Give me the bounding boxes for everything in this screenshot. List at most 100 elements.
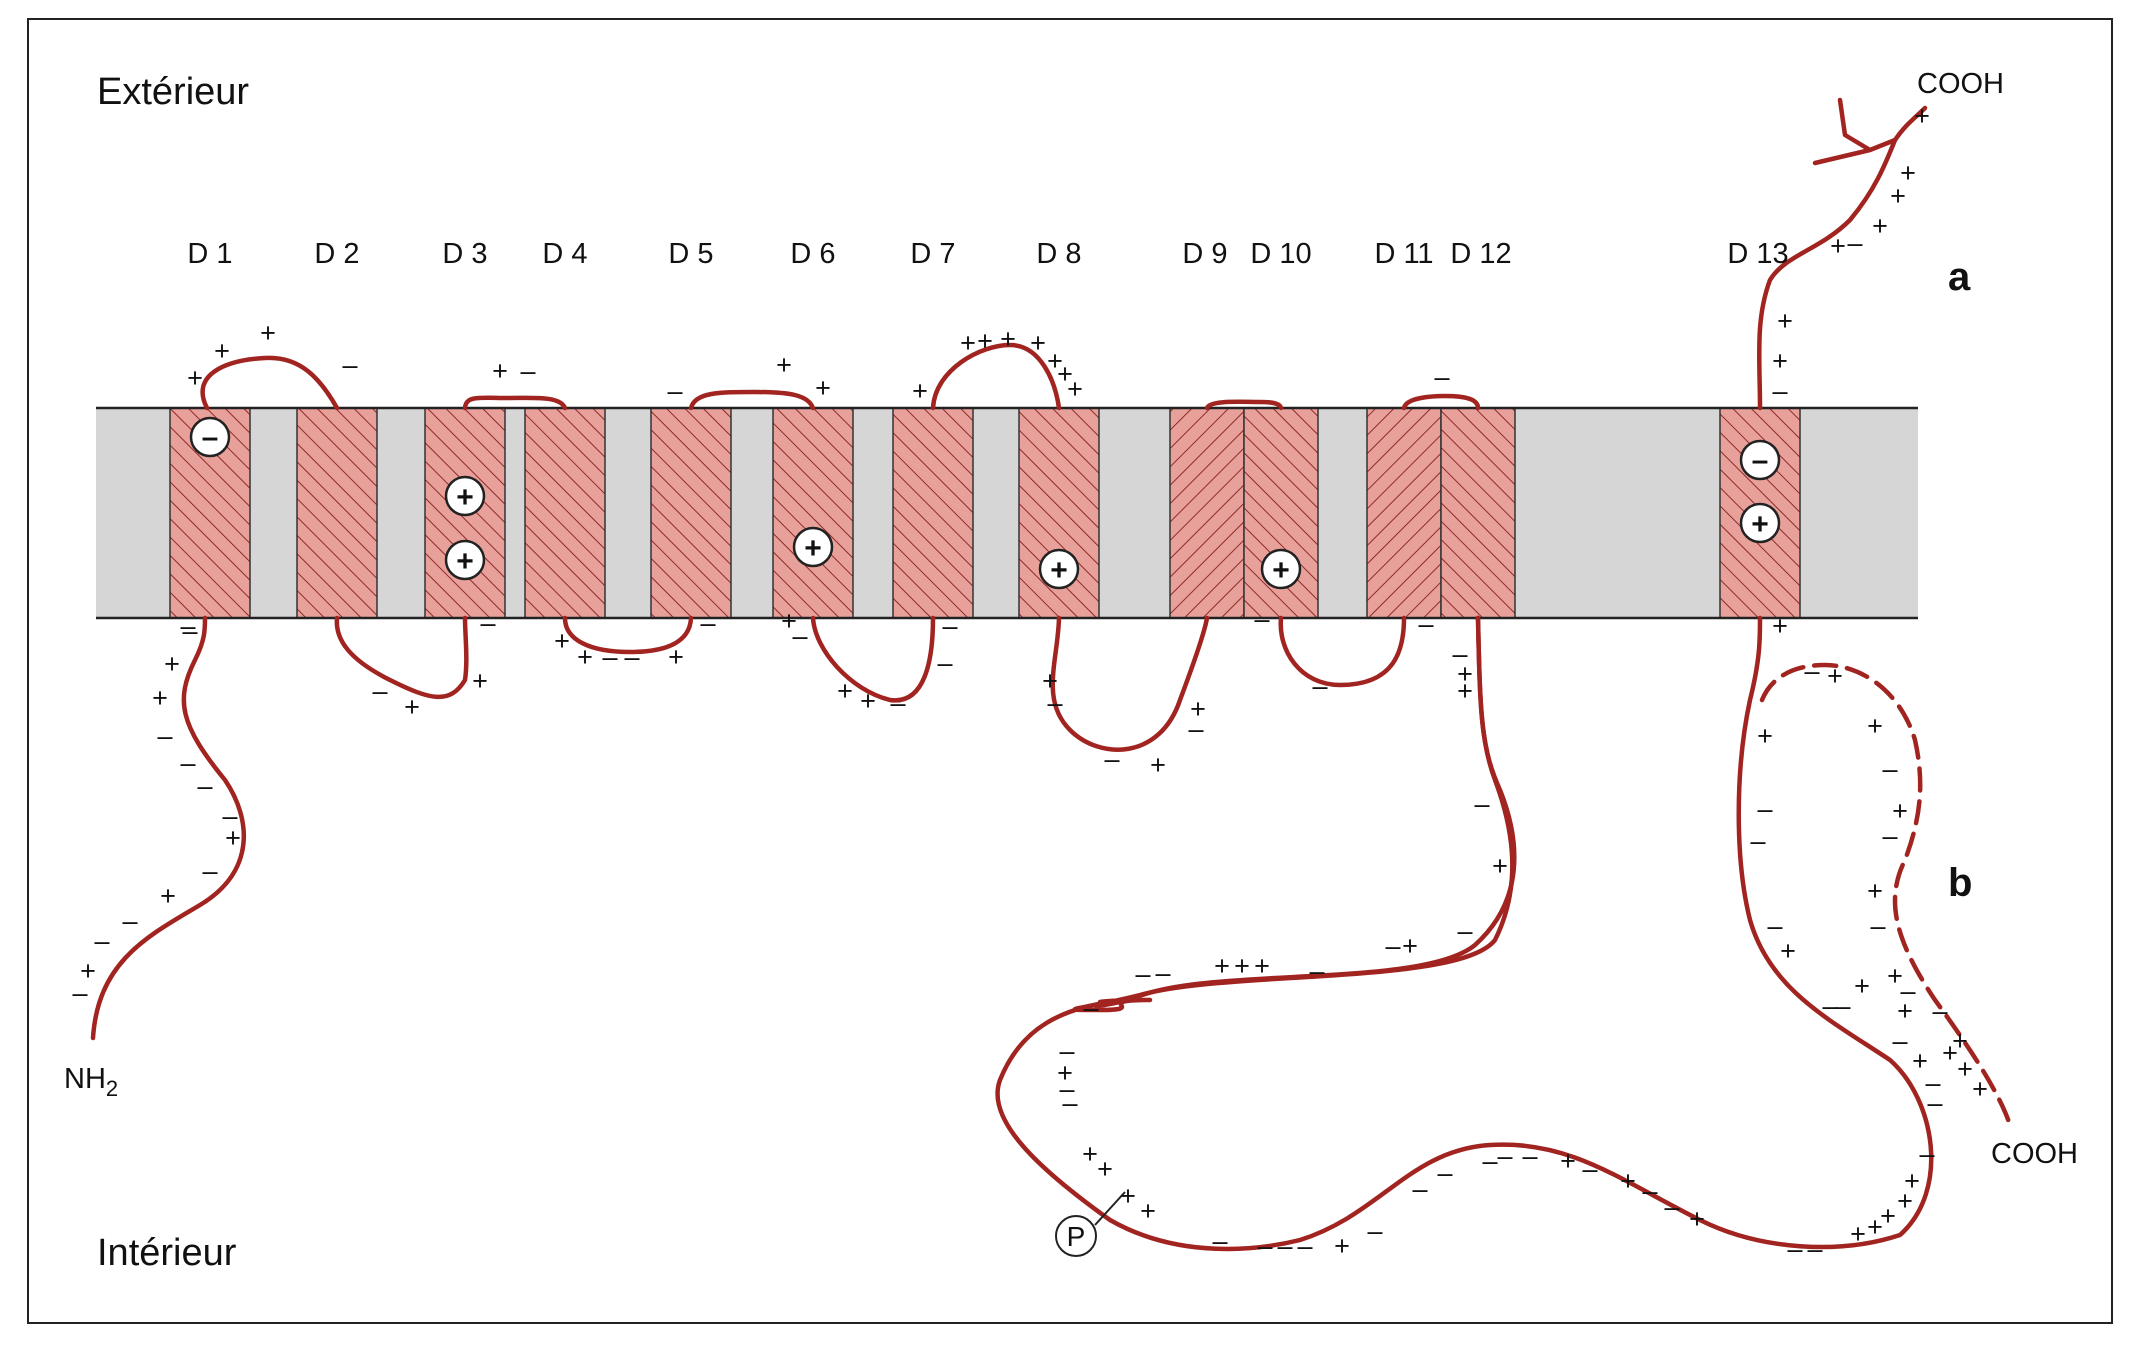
glycosylation-branch bbox=[1812, 97, 1898, 166]
segment-d4 bbox=[524, 407, 606, 619]
svg-text:+: + bbox=[804, 532, 822, 565]
segment-d9 bbox=[1169, 407, 1245, 619]
charge-badge-plus: + bbox=[444, 539, 486, 581]
negative-charge-mark: – bbox=[1059, 1036, 1074, 1066]
negative-charge-mark: – bbox=[1312, 671, 1327, 701]
positive-charge-mark: + bbox=[260, 318, 276, 348]
domain-label-d5: D 5 bbox=[668, 238, 713, 270]
svg-text:+: + bbox=[456, 481, 474, 514]
interior-label: Intérieur bbox=[97, 1232, 237, 1274]
transmembrane-segments bbox=[169, 407, 1801, 619]
panel-label-b: b bbox=[1948, 861, 1972, 905]
charge-badge-minus: – bbox=[1739, 439, 1781, 481]
negative-charge-mark: – bbox=[520, 356, 535, 386]
positive-charge-mark: + bbox=[1957, 1054, 1973, 1084]
negative-charge-mark: – bbox=[1135, 959, 1150, 989]
segment-d2 bbox=[296, 407, 378, 619]
negative-charge-mark: – bbox=[1919, 1139, 1934, 1169]
domain-label-d11: D 11 bbox=[1374, 238, 1433, 270]
segment-d7 bbox=[892, 407, 974, 619]
loop-d7-d8-ext bbox=[930, 342, 1062, 411]
positive-charge-mark: + bbox=[1047, 346, 1063, 376]
negative-charge-mark: – bbox=[1418, 609, 1433, 639]
n-terminal-tail bbox=[90, 615, 246, 1041]
positive-charge-mark: + bbox=[1912, 1046, 1928, 1076]
positive-charge-mark: + bbox=[1872, 211, 1888, 241]
domain-label-d2: D 2 bbox=[314, 238, 359, 270]
positive-charge-mark: + bbox=[781, 606, 797, 636]
segment-d5 bbox=[650, 407, 732, 619]
positive-charge-mark: + bbox=[1150, 750, 1166, 780]
domain-label-d12: D 12 bbox=[1450, 238, 1511, 270]
negative-charge-mark: – bbox=[1642, 1176, 1657, 1206]
positive-charge-mark: + bbox=[1854, 971, 1870, 1001]
negative-charge-mark: – bbox=[1772, 376, 1787, 406]
positive-charge-mark: + bbox=[1914, 101, 1930, 131]
svg-text:–: – bbox=[202, 421, 219, 454]
svg-text:+: + bbox=[1272, 554, 1290, 587]
positive-charge-mark: + bbox=[1772, 346, 1788, 376]
negative-charge-mark: – bbox=[602, 642, 617, 672]
loop-d12-d13-int bbox=[1072, 615, 1515, 1013]
domain-label-d6: D 6 bbox=[790, 238, 835, 270]
negative-charge-mark: – bbox=[1767, 911, 1782, 941]
positive-charge-mark: + bbox=[187, 363, 203, 393]
negative-charge-mark: – bbox=[1497, 1141, 1512, 1171]
negative-charge-mark: – bbox=[197, 771, 212, 801]
negative-charge-mark: – bbox=[182, 616, 197, 646]
negative-charge-mark: – bbox=[1155, 958, 1170, 988]
exterior-label: Extérieur bbox=[97, 71, 249, 113]
svg-text:+: + bbox=[1050, 554, 1068, 587]
negative-charge-mark: – bbox=[1452, 639, 1467, 669]
negative-charge-mark: – bbox=[342, 350, 357, 380]
positive-charge-mark: + bbox=[1772, 611, 1788, 641]
positive-charge-mark: + bbox=[1952, 1026, 1968, 1056]
charge-badge-minus: – bbox=[189, 416, 231, 458]
domain-label-d10: D 10 bbox=[1250, 238, 1311, 270]
negative-charge-mark: – bbox=[1900, 976, 1915, 1006]
negative-charge-mark: – bbox=[1083, 993, 1098, 1023]
positive-charge-mark: + bbox=[1140, 1196, 1156, 1226]
negative-charge-mark: – bbox=[1522, 1141, 1537, 1171]
loop-d6-d7-int bbox=[810, 615, 936, 703]
positive-charge-mark: + bbox=[1830, 231, 1846, 261]
negative-charge-mark: – bbox=[1104, 744, 1119, 774]
positive-charge-mark: + bbox=[668, 642, 684, 672]
positive-charge-mark: + bbox=[1904, 1166, 1920, 1196]
positive-charge-mark: + bbox=[1880, 1201, 1896, 1231]
negative-charge-mark: – bbox=[1925, 1068, 1940, 1098]
negative-charge-mark: – bbox=[1892, 1026, 1907, 1056]
positive-charge-mark: + bbox=[1897, 996, 1913, 1026]
peptide-chain bbox=[90, 97, 1934, 1252]
domain-label-d4: D 4 bbox=[542, 238, 587, 270]
negative-charge-mark: – bbox=[72, 978, 87, 1008]
negative-charge-mark: – bbox=[1385, 931, 1400, 961]
negative-charge-mark: – bbox=[157, 721, 172, 751]
positive-charge-mark: + bbox=[1067, 374, 1083, 404]
positive-charge-mark: + bbox=[80, 956, 96, 986]
positive-charge-mark: + bbox=[1867, 876, 1883, 906]
domain-label-d7: D 7 bbox=[910, 238, 955, 270]
negative-charge-mark: – bbox=[1822, 991, 1837, 1021]
positive-charge-mark: + bbox=[1780, 936, 1796, 966]
negative-charge-mark: – bbox=[1188, 714, 1203, 744]
positive-charge-mark: + bbox=[1214, 951, 1230, 981]
positive-charge-mark: + bbox=[912, 376, 928, 406]
negative-charge-mark: – bbox=[180, 748, 195, 778]
positive-charge-mark: + bbox=[837, 676, 853, 706]
svg-text:–: – bbox=[1752, 444, 1769, 477]
charge-badge-plus: + bbox=[792, 526, 834, 568]
negative-charge-mark: – bbox=[942, 611, 957, 641]
positive-charge-mark: + bbox=[1254, 951, 1270, 981]
svg-text:+: + bbox=[456, 545, 474, 578]
positive-charge-mark: + bbox=[1457, 676, 1473, 706]
positive-charge-mark: + bbox=[152, 683, 168, 713]
positive-charge-mark: + bbox=[1030, 328, 1046, 358]
positive-charge-mark: + bbox=[404, 692, 420, 722]
charge-badge-plus: + bbox=[1739, 502, 1781, 544]
positive-charge-mark: + bbox=[1042, 666, 1058, 696]
lipid-bilayer bbox=[96, 408, 1918, 618]
negative-charge-mark: – bbox=[1434, 362, 1449, 392]
positive-charge-mark: + bbox=[1000, 324, 1016, 354]
